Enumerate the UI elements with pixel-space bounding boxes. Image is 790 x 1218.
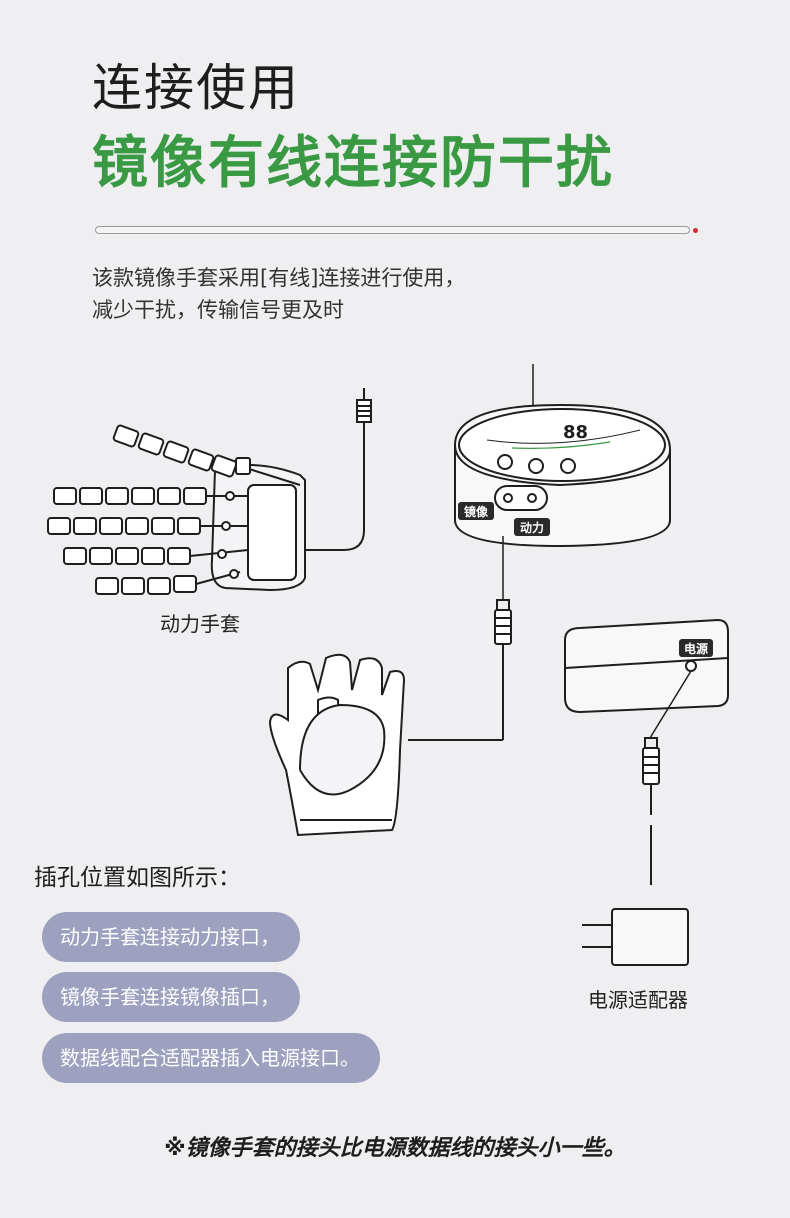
intro-text: 该款镜像手套采用[有线]连接进行使用， 减少干扰，传输信号更及时 (92, 262, 465, 326)
adapter-plug-icon (642, 737, 660, 885)
adapter-label: 电源适配器 (588, 988, 688, 1012)
port-power-tag: 动力 (520, 520, 544, 535)
power-glove-icon (47, 424, 306, 595)
control-box-icon (454, 364, 671, 600)
adapter-port-tag: 电源 (684, 641, 708, 656)
instruction-step-3: 数据线配合适配器插入电源接口。 (42, 1033, 380, 1083)
intro-line-2: 减少干扰，传输信号更及时 (92, 298, 344, 322)
port-mirror-tag: 镜像 (464, 504, 489, 519)
box-plug-icon (408, 599, 512, 741)
power-adapter-icon (582, 908, 689, 966)
page-subtitle: 镜像有线连接防干扰 (92, 131, 614, 196)
adapter-base-icon (564, 618, 729, 739)
intro-line-1: 该款镜像手套采用[有线]连接进行使用， (92, 266, 466, 290)
instruction-step-1: 动力手套连接动力接口， (42, 912, 300, 962)
instructions-title: 插孔位置如图所示： (34, 865, 241, 891)
power-glove-label: 动力手套 (160, 612, 240, 636)
page-title: 连接使用 (92, 59, 300, 117)
footnote: ※镜像手套的接头比电源数据线的接头小一些。 (164, 1136, 626, 1161)
mirror-glove-icon (268, 653, 406, 837)
divider-dot (693, 228, 698, 233)
panel-digits: 88 (563, 422, 588, 443)
connection-diagram: 88 镜像 动力 电源 (47, 364, 729, 885)
instruction-step-2: 镜像手套连接镜像插口， (42, 972, 300, 1022)
divider-bar (95, 226, 690, 234)
glove-top-connector-icon (300, 388, 372, 551)
